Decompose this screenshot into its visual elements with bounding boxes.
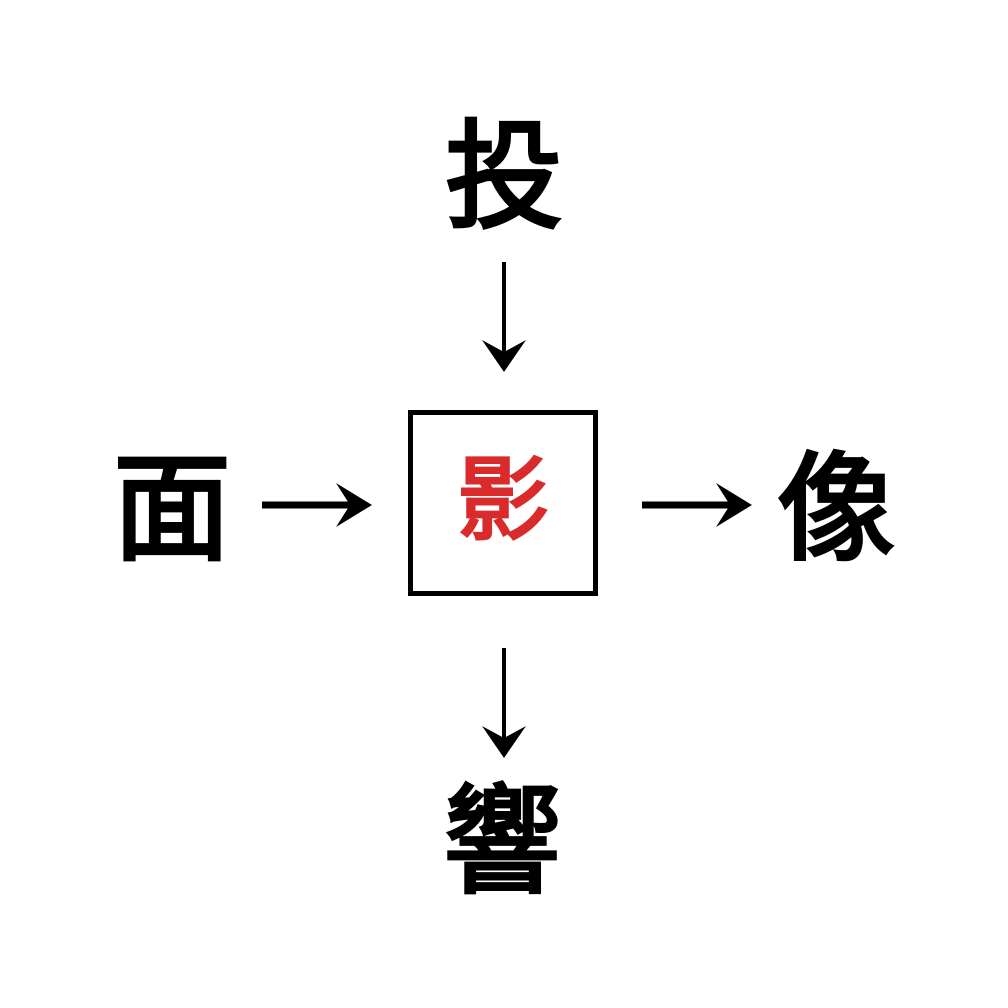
node-bottom-kanji: 響 (442, 773, 561, 911)
node-left-kanji: 面 (112, 440, 231, 578)
arrow-top-to-center-icon (462, 262, 546, 372)
node-top-kanji: 投 (444, 108, 563, 246)
arrow-left-to-center-icon (262, 478, 372, 532)
center-node-box: 影 (408, 410, 598, 596)
arrow-center-to-right-icon (642, 478, 752, 532)
node-right-kanji: 像 (776, 440, 895, 578)
arrow-center-to-bottom-icon (462, 648, 546, 758)
node-center-kanji: 影 (456, 447, 549, 554)
